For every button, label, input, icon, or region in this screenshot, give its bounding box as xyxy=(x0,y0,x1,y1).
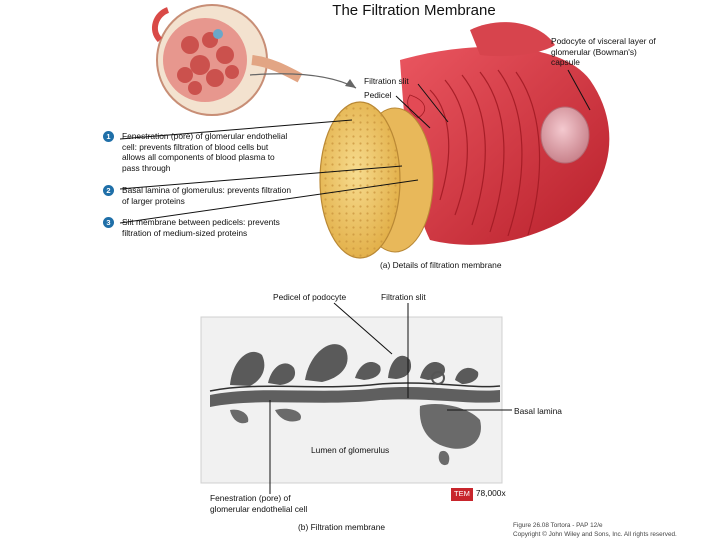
step-number-badge: 1 xyxy=(103,131,114,142)
step-2: 2 Basal lamina of glomerulus: prevents f… xyxy=(103,185,292,206)
label-filtration-slit-bottom: Filtration slit xyxy=(381,292,426,302)
credit-copyright: Copyright © John Wiley and Sons, Inc. Al… xyxy=(513,531,677,538)
endothelium-illustration xyxy=(319,101,434,259)
magnification-value: 78,000x xyxy=(475,488,506,498)
podocyte-illustration xyxy=(400,22,610,245)
tem-badge: TEM xyxy=(451,488,473,501)
step-number-badge: 3 xyxy=(103,217,114,228)
caption-b: (b) Filtration membrane xyxy=(298,522,386,532)
step-3: 3 Slit membrane between pedicels: preven… xyxy=(103,217,292,238)
label-podocyte: Podocyte of visceral layer of glomerular… xyxy=(551,36,656,67)
step-text: Basal lamina of glomerulus: prevents fil… xyxy=(122,185,291,206)
step-text: Slit membrane between pedicels: prevents… xyxy=(122,217,280,238)
label-fenestration-bottom: Fenestration (pore) of glomerular endoth… xyxy=(210,493,308,514)
label-pedicel-of-podocyte: Pedicel of podocyte xyxy=(273,292,347,302)
tem-micrograph xyxy=(200,316,503,484)
inset-arrow xyxy=(249,73,357,89)
inset-arrow-head xyxy=(345,79,356,88)
credit-figure: Figure 26.08 Tortora - PAP 12/e xyxy=(513,522,603,529)
step-text: Fenestration (pore) of glomerular endoth… xyxy=(122,131,288,173)
credit: Figure 26.08 Tortora - PAP 12/e Copyrigh… xyxy=(513,521,677,539)
label-basal-lamina: Basal lamina xyxy=(514,406,562,416)
leader-lines-a xyxy=(119,69,591,224)
step-1: 1 Fenestration (pore) of glomerular endo… xyxy=(103,131,292,173)
label-filtration-slit-top: Filtration slit xyxy=(364,76,409,86)
renal-corpuscle-inset xyxy=(151,4,303,116)
label-lumen: Lumen of glomerulus xyxy=(311,445,390,455)
page-title: The Filtration Membrane xyxy=(332,2,496,19)
leader-lines-b xyxy=(269,302,512,494)
label-pedicel-top: Pedicel xyxy=(364,90,392,100)
step-number-badge: 2 xyxy=(103,185,114,196)
caption-a: (a) Details of filtration membrane xyxy=(380,260,502,270)
